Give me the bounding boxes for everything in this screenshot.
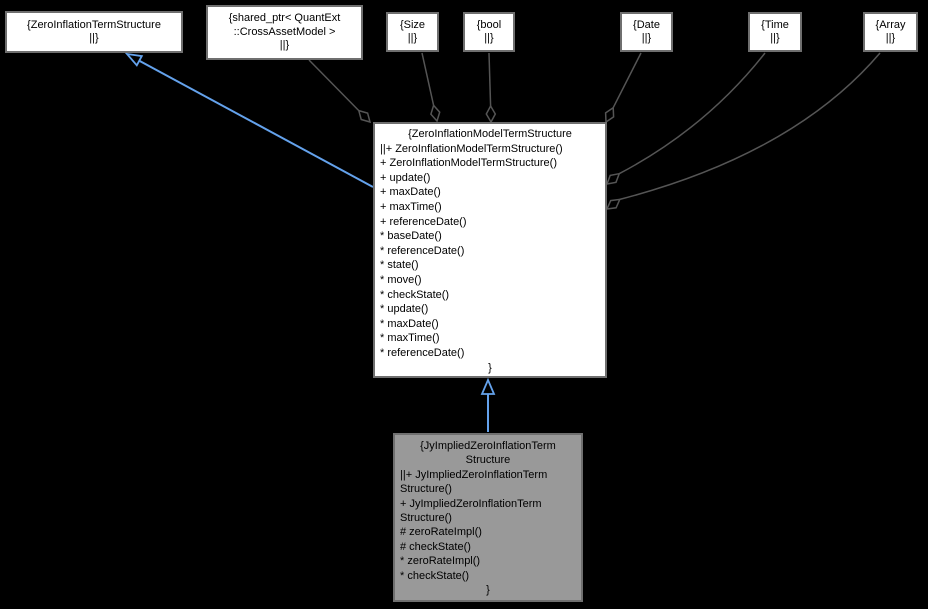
edge-bool-to-model [488,52,492,107]
node-zeroinflationtermstructure[interactable]: {ZeroInflationTermStructure ||} [5,11,183,53]
node-label: ||} [484,32,494,44]
aggregation-diamond-icon [604,106,615,124]
edge-model-inherits-base [138,59,374,188]
node-label: ||} [89,32,99,44]
node-sharedptr-crossassetmodel[interactable]: {shared_ptr< QuantExt ::CrossAssetModel … [206,5,363,60]
member-line: + maxTime() [380,200,442,213]
member-line: + JyImpliedZeroInflationTerm [400,497,542,510]
node-date: {Date ||} [620,12,673,52]
aggregation-diamond-icon [605,198,622,210]
node-label: {shared_ptr< QuantExt [228,12,341,25]
member-line: * referenceDate() [380,346,465,359]
edge-date-to-model [612,52,642,109]
node-label: {bool [476,18,502,31]
member-line: + update() [380,171,431,184]
member-line: * maxTime() [380,332,440,345]
member-line: * checkState() [400,569,470,582]
edge-time-to-model [618,52,766,175]
node-label: ||} [885,32,896,44]
member-line: * update() [380,303,429,316]
node-label: {Time [761,18,789,31]
member-line: Structure() [400,483,452,496]
class-title: Structure [465,454,511,467]
member-line: # checkState() [400,540,471,553]
node-label: ||} [770,32,780,44]
edge-sharedptr-to-model [308,59,360,112]
aggregation-diamond-icon [485,104,497,124]
class-closing-brace: } [486,584,490,597]
member-line: * baseDate() [380,230,442,243]
inheritance-arrow-icon [480,377,496,395]
member-line: ||+ ZeroInflationModelTermStructure() [380,142,563,155]
node-label: ||} [279,39,290,52]
class-closing-brace: } [488,361,492,374]
node-label: ||} [407,32,418,44]
member-line: ||+ JyImpliedZeroInflationTerm [400,468,548,481]
node-size: {Size ||} [386,12,439,52]
member-line: + maxDate() [380,186,441,199]
node-jyimpliedzeroinflationtermstructure[interactable]: {JyImpliedZeroInflationTerm Structure ||… [393,433,583,602]
node-array: {Array ||} [863,12,918,52]
aggregation-diamond-icon [357,109,372,124]
member-line: + referenceDate() [380,215,467,228]
aggregation-diamond-icon [430,103,441,123]
node-label: ||} [641,32,652,44]
node-zeroinflationmodeltermstructure[interactable]: {ZeroInflationModelTermStructure ||+ Zer… [373,122,607,378]
member-line: + ZeroInflationModelTermStructure() [380,157,557,170]
node-label: {ZeroInflationTermStructure [27,18,161,31]
edge-size-to-model [421,52,435,106]
member-line: * maxDate() [380,317,439,330]
class-title: {JyImpliedZeroInflationTerm [420,440,556,452]
member-line: * checkState() [380,288,450,301]
member-line: * state() [380,259,419,272]
member-line: * move() [380,273,422,286]
edge-array-to-model [619,52,881,201]
node-label: {Size [399,18,426,31]
member-line: * referenceDate() [380,244,465,257]
node-time: {Time ||} [748,12,802,52]
node-label: {Array [875,18,906,31]
aggregation-diamond-icon [605,172,621,185]
class-title: {ZeroInflationModelTermStructure [408,128,572,140]
member-line: Structure() [400,512,452,525]
node-label: {Date [633,18,660,31]
member-line: * zeroRateImpl() [400,555,481,568]
node-bool: {bool ||} [463,12,515,52]
node-label: ::CrossAssetModel > [233,25,336,38]
inheritance-arrow-icon [124,52,144,67]
member-line: # zeroRateImpl() [400,526,482,539]
